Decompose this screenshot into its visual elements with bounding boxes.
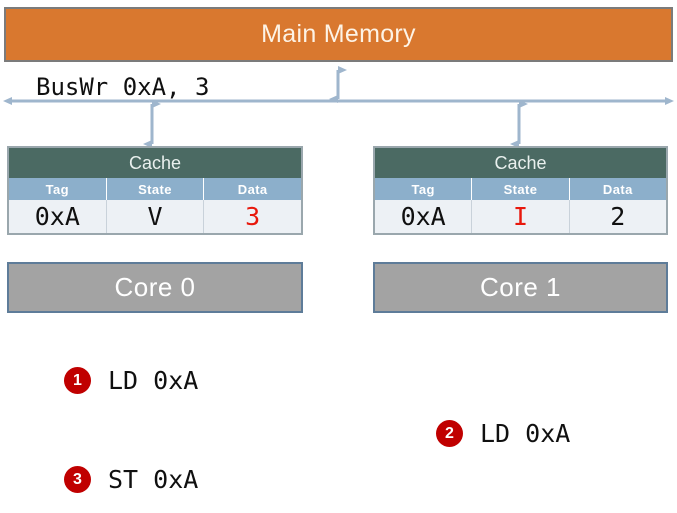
cache-column-tag: Tag <box>9 178 107 200</box>
cache-header-row: Tag State Data <box>9 178 301 200</box>
cache-column-tag: Tag <box>375 178 473 200</box>
instruction-badge: 2 <box>436 420 463 447</box>
core-label: Core 0 <box>114 272 196 302</box>
cache-data-row: 0xA I 2 <box>375 200 666 233</box>
cache-block-core0: Cache Tag State Data 0xA V 3 <box>7 146 303 235</box>
instruction-badge: 1 <box>64 367 91 394</box>
cache-column-state: State <box>472 178 570 200</box>
cache-cell-data: 2 <box>610 202 626 231</box>
cache-title: Cache <box>9 148 301 178</box>
cache-column-data: Data <box>602 181 633 197</box>
core-block-0: Core 0 <box>7 262 303 313</box>
instruction-item-3: 3 ST 0xA <box>64 465 198 494</box>
cache-cell-tag: 0xA <box>9 200 107 233</box>
cache-data-row: 0xA V 3 <box>9 200 301 233</box>
cache-cell-data: 3 <box>245 202 261 231</box>
cache-column-state: State <box>107 178 205 200</box>
cache-cell-tag: 0xA <box>375 200 473 233</box>
core-label: Core 1 <box>479 272 562 302</box>
instruction-item-1: 1 LD 0xA <box>64 366 198 395</box>
cache-block-core1: Cache Tag State Data 0xA I 2 <box>373 146 668 235</box>
instruction-text: LD 0xA <box>108 366 199 395</box>
cache-cell-state: V <box>107 200 205 233</box>
bus-transaction-label: BusWr 0xA, 3 <box>36 73 210 101</box>
cache-column-data: Data <box>237 181 268 197</box>
main-memory-label: Main Memory <box>261 20 416 48</box>
cache-title: Cache <box>375 148 666 178</box>
instruction-item-2: 2 LD 0xA <box>436 419 570 448</box>
instruction-badge: 3 <box>64 466 91 493</box>
core-block-1: Core 1 <box>373 262 668 313</box>
cache-header-row: Tag State Data <box>375 178 666 200</box>
main-memory-block: Main Memory <box>4 7 673 62</box>
cache-cell-state: I <box>472 200 570 233</box>
instruction-text: LD 0xA <box>480 419 571 448</box>
bus-connections <box>3 66 674 148</box>
instruction-text: ST 0xA <box>108 465 199 494</box>
